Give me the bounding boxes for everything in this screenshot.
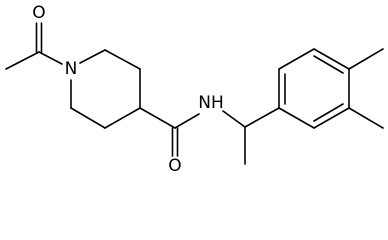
oxygen-label-acetyl: O xyxy=(32,3,45,23)
nh-label-amide: NH xyxy=(198,93,224,113)
nitrogen-label-piperidine: N xyxy=(65,59,78,79)
ring-bond-c4-c5 xyxy=(104,107,141,129)
piperidine-ring xyxy=(70,49,141,129)
aryl-inner-double-c xyxy=(313,55,344,74)
ethyl-linker xyxy=(222,107,280,165)
ring-bond-c5-c6 xyxy=(70,107,106,129)
aryl-methyl-meta xyxy=(348,107,384,129)
ring-bond-n-c2 xyxy=(79,49,106,64)
aryl-inner-double-b xyxy=(313,103,344,122)
aryl-methyl-para xyxy=(348,48,384,70)
bond-nitrogen-methine xyxy=(222,110,246,128)
bond-amide-carbon-nitrogen xyxy=(174,113,200,129)
carboxamide-group xyxy=(139,107,200,157)
bond-carbonyl-nitrogen xyxy=(38,51,63,65)
bond-ring-amide-carbon xyxy=(139,107,176,129)
aryl-bond-c4-c5 xyxy=(313,48,350,70)
oxygen-label-amide: O xyxy=(168,156,181,176)
acetyl-group xyxy=(5,22,63,70)
bond-methyl-carbonyl xyxy=(5,51,40,70)
aryl-bond-c5-c6 xyxy=(278,48,315,70)
aryl-bond-c1-c2 xyxy=(278,107,315,129)
bond-methine-aryl xyxy=(244,107,280,128)
chemical-structure-diagram: O N NH O xyxy=(5,3,384,176)
dimethylphenyl-ring xyxy=(278,48,384,129)
ring-bond-c2-c3 xyxy=(104,49,141,70)
aryl-bond-c2-c3 xyxy=(313,107,350,129)
